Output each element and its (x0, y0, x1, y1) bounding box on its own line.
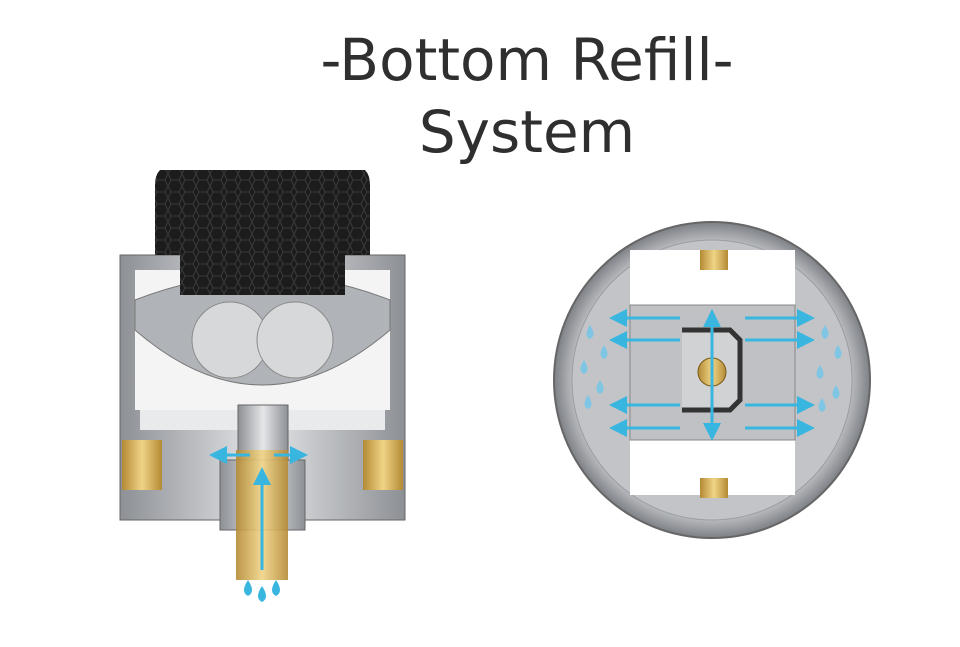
title-line-1: -Bottom Refill- (320, 26, 734, 94)
flow-arrows-left (209, 446, 308, 570)
droplet-icons-right (580, 325, 842, 412)
gold-post-left (122, 440, 162, 490)
gold-screw-bottom (700, 478, 728, 498)
gold-screw-top (700, 250, 728, 270)
drip-tip (155, 170, 370, 295)
deck-top-view (553, 221, 871, 539)
airflow-chamber-right (256, 301, 334, 379)
droplet-icons-left (244, 580, 280, 602)
flow-arrows-right (609, 309, 815, 441)
rda-cross-section (119, 170, 406, 602)
gold-post-right (363, 440, 403, 490)
title-line-2: System (418, 98, 636, 166)
